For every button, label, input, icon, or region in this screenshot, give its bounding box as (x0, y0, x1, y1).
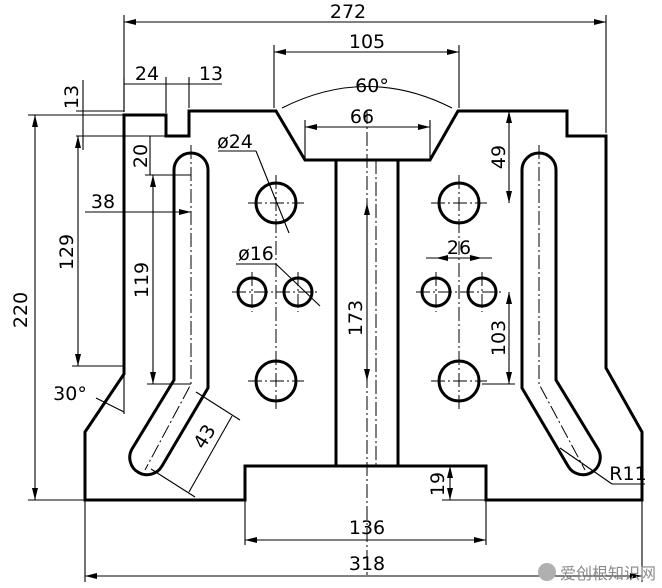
dim-24: 24 (135, 63, 159, 85)
dim-13-top: 13 (199, 63, 223, 85)
dim-129: 129 (56, 234, 78, 270)
dimension-texts: 272 105 60° 66 24 13 13 20 ø24 38 129 22… (10, 1, 647, 575)
dim-105: 105 (349, 31, 385, 53)
dim-38: 38 (91, 191, 115, 213)
dim-49: 49 (488, 145, 510, 169)
dim-hole-16: ø16 (238, 243, 274, 265)
watermark-text: 爱创根知识网 (559, 564, 656, 583)
right-slot-centerline (538, 145, 586, 471)
dim-220: 220 (10, 292, 32, 328)
dim-19: 19 (427, 472, 449, 496)
dim-119: 119 (131, 262, 153, 298)
arrowheads (32, 19, 642, 579)
watermark-logo-icon (537, 563, 556, 581)
dim-r11: R11 (609, 463, 646, 485)
dim-60-angle: 60° (355, 75, 389, 97)
watermark: 爱创根知识网 (537, 560, 656, 584)
dim-43: 43 (189, 421, 220, 453)
dim-30-angle: 30° (53, 383, 87, 405)
dim-66: 66 (350, 106, 374, 128)
dim-26: 26 (447, 237, 471, 259)
dim-318: 318 (349, 553, 385, 575)
hole-centerlines (232, 175, 502, 410)
dim-20: 20 (130, 144, 152, 168)
part-outline (83, 109, 644, 502)
dim-hole-24: ø24 (217, 131, 253, 153)
right-slot (520, 151, 602, 477)
dim-173: 173 (345, 300, 367, 336)
dim-13-left: 13 (61, 85, 83, 109)
dim-272: 272 (330, 1, 366, 23)
left-slot (128, 151, 210, 477)
dim-103: 103 (488, 320, 510, 356)
dim-136: 136 (349, 517, 385, 539)
left-slot-centerline (144, 145, 192, 471)
